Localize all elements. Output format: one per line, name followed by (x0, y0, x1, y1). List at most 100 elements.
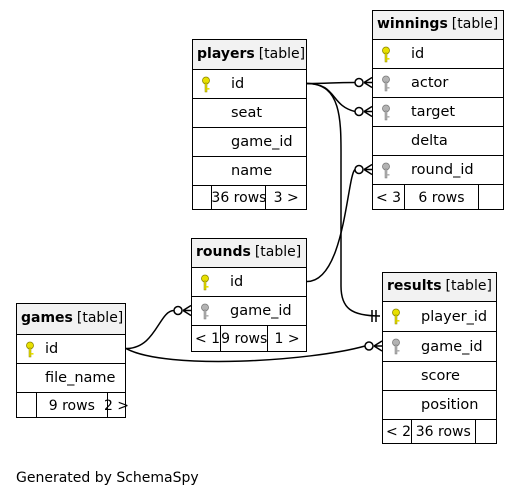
column-name: game_id (231, 134, 293, 150)
row-count: 9 rows (221, 326, 269, 352)
children-count (479, 185, 503, 210)
foreign-key-icon (391, 338, 401, 356)
rel-winnings-actor-zero-marker (354, 77, 364, 88)
table-winnings[interactable]: winnings[table] id actor target delta rou… (372, 10, 504, 210)
column-row-game-id[interactable]: game_id (193, 128, 306, 157)
column-row-game-id[interactable]: game_id (192, 297, 306, 326)
rel-winnings-target-zero-marker (354, 106, 364, 117)
primary-key-icon (391, 308, 401, 326)
primary-key-icon (25, 341, 35, 359)
line-rounds-game (125, 309, 175, 350)
parents-count (193, 186, 213, 210)
foreign-key-icon (381, 162, 391, 180)
table-kind-label: [table] (76, 310, 124, 326)
row-count: 9 rows (37, 393, 108, 418)
primary-key-icon (201, 76, 211, 94)
line-winnings-round (306, 168, 356, 283)
table-header: games[table] (17, 304, 125, 335)
table-header: players[table] (193, 40, 306, 70)
line-results-player (306, 82, 381, 317)
column-row-file-name[interactable]: file_name (17, 364, 125, 393)
foreign-key-icon (381, 75, 391, 93)
rel-winnings-target-crowfoot (363, 105, 373, 118)
table-kind-label: [table] (254, 244, 302, 260)
rel-winnings-actor-crowfoot (363, 76, 373, 89)
column-row-player-id[interactable]: player_id (383, 302, 496, 332)
table-name: players (197, 46, 255, 62)
column-name: id (230, 274, 244, 290)
rel-results-game-crowfoot (373, 340, 383, 352)
column-row-name[interactable]: name (193, 157, 306, 186)
column-name: position (421, 397, 479, 413)
column-name: file_name (45, 370, 116, 386)
column-name: name (231, 163, 273, 179)
table-name: winnings (377, 16, 448, 32)
column-row-delta[interactable]: delta (373, 127, 503, 156)
row-count: 36 rows (211, 186, 266, 210)
column-row-target[interactable]: target (373, 98, 503, 127)
table-name: results (387, 278, 442, 294)
column-row-game-id[interactable]: game_id (383, 332, 496, 362)
column-row-seat[interactable]: seat (193, 99, 306, 128)
rel-results-game-zero-marker (364, 341, 374, 351)
column-row-id[interactable]: id (17, 335, 125, 364)
column-row-position[interactable]: position (383, 391, 496, 420)
row-count: 6 rows (405, 185, 480, 210)
table-header: rounds[table] (192, 239, 306, 268)
table-name: games (21, 310, 73, 326)
column-name: game_id (230, 303, 292, 319)
primary-key-icon (381, 46, 391, 64)
table-name: rounds (196, 244, 251, 260)
column-name: id (411, 46, 425, 62)
column-row-id[interactable]: id (373, 40, 503, 69)
table-kind-label: [table] (258, 46, 306, 62)
column-name: id (45, 341, 59, 357)
column-name: seat (231, 105, 263, 121)
line-results-game (125, 345, 366, 363)
rel-winnings-round-crowfoot (363, 163, 373, 176)
foreign-key-icon (381, 104, 391, 122)
line-winnings-target (306, 82, 356, 113)
column-name: round_id (411, 162, 474, 178)
children-count: 3 > (273, 190, 299, 206)
column-name: actor (411, 75, 449, 91)
primary-key-icon (200, 274, 210, 292)
parents-count: < 1 (192, 326, 222, 352)
column-name: target (411, 104, 456, 120)
parents-count (17, 393, 37, 418)
column-row-score[interactable]: score (383, 362, 496, 391)
column-name: delta (411, 133, 448, 149)
column-row-id[interactable]: id (192, 268, 306, 297)
rel-winnings-round-zero-marker (354, 164, 364, 175)
rel-rounds-game-zero-marker (173, 305, 183, 316)
children-count (476, 420, 497, 444)
foreign-key-icon (200, 303, 210, 321)
column-row-round-id[interactable]: round_id (373, 156, 503, 185)
children-count: 1 > (274, 331, 300, 347)
table-footer: 36 rows 3 > (193, 186, 306, 210)
parents-count: < 3 (373, 185, 405, 210)
parents-count: < 2 (383, 420, 412, 444)
column-row-actor[interactable]: actor (373, 69, 503, 98)
column-name: player_id (421, 309, 488, 325)
table-header: results[table] (383, 273, 496, 302)
table-kind-label: [table] (445, 278, 492, 294)
generator-credit: Generated by SchemaSpy (16, 470, 199, 486)
rel-results-player-one-marker (371, 310, 377, 322)
column-name: id (231, 76, 245, 92)
children-count: 2 > (103, 397, 130, 414)
table-header: winnings[table] (373, 11, 503, 40)
column-row-id[interactable]: id (193, 70, 306, 99)
column-name: game_id (421, 339, 483, 355)
rel-rounds-game-crowfoot (182, 304, 192, 317)
row-count: 36 rows (412, 420, 476, 444)
